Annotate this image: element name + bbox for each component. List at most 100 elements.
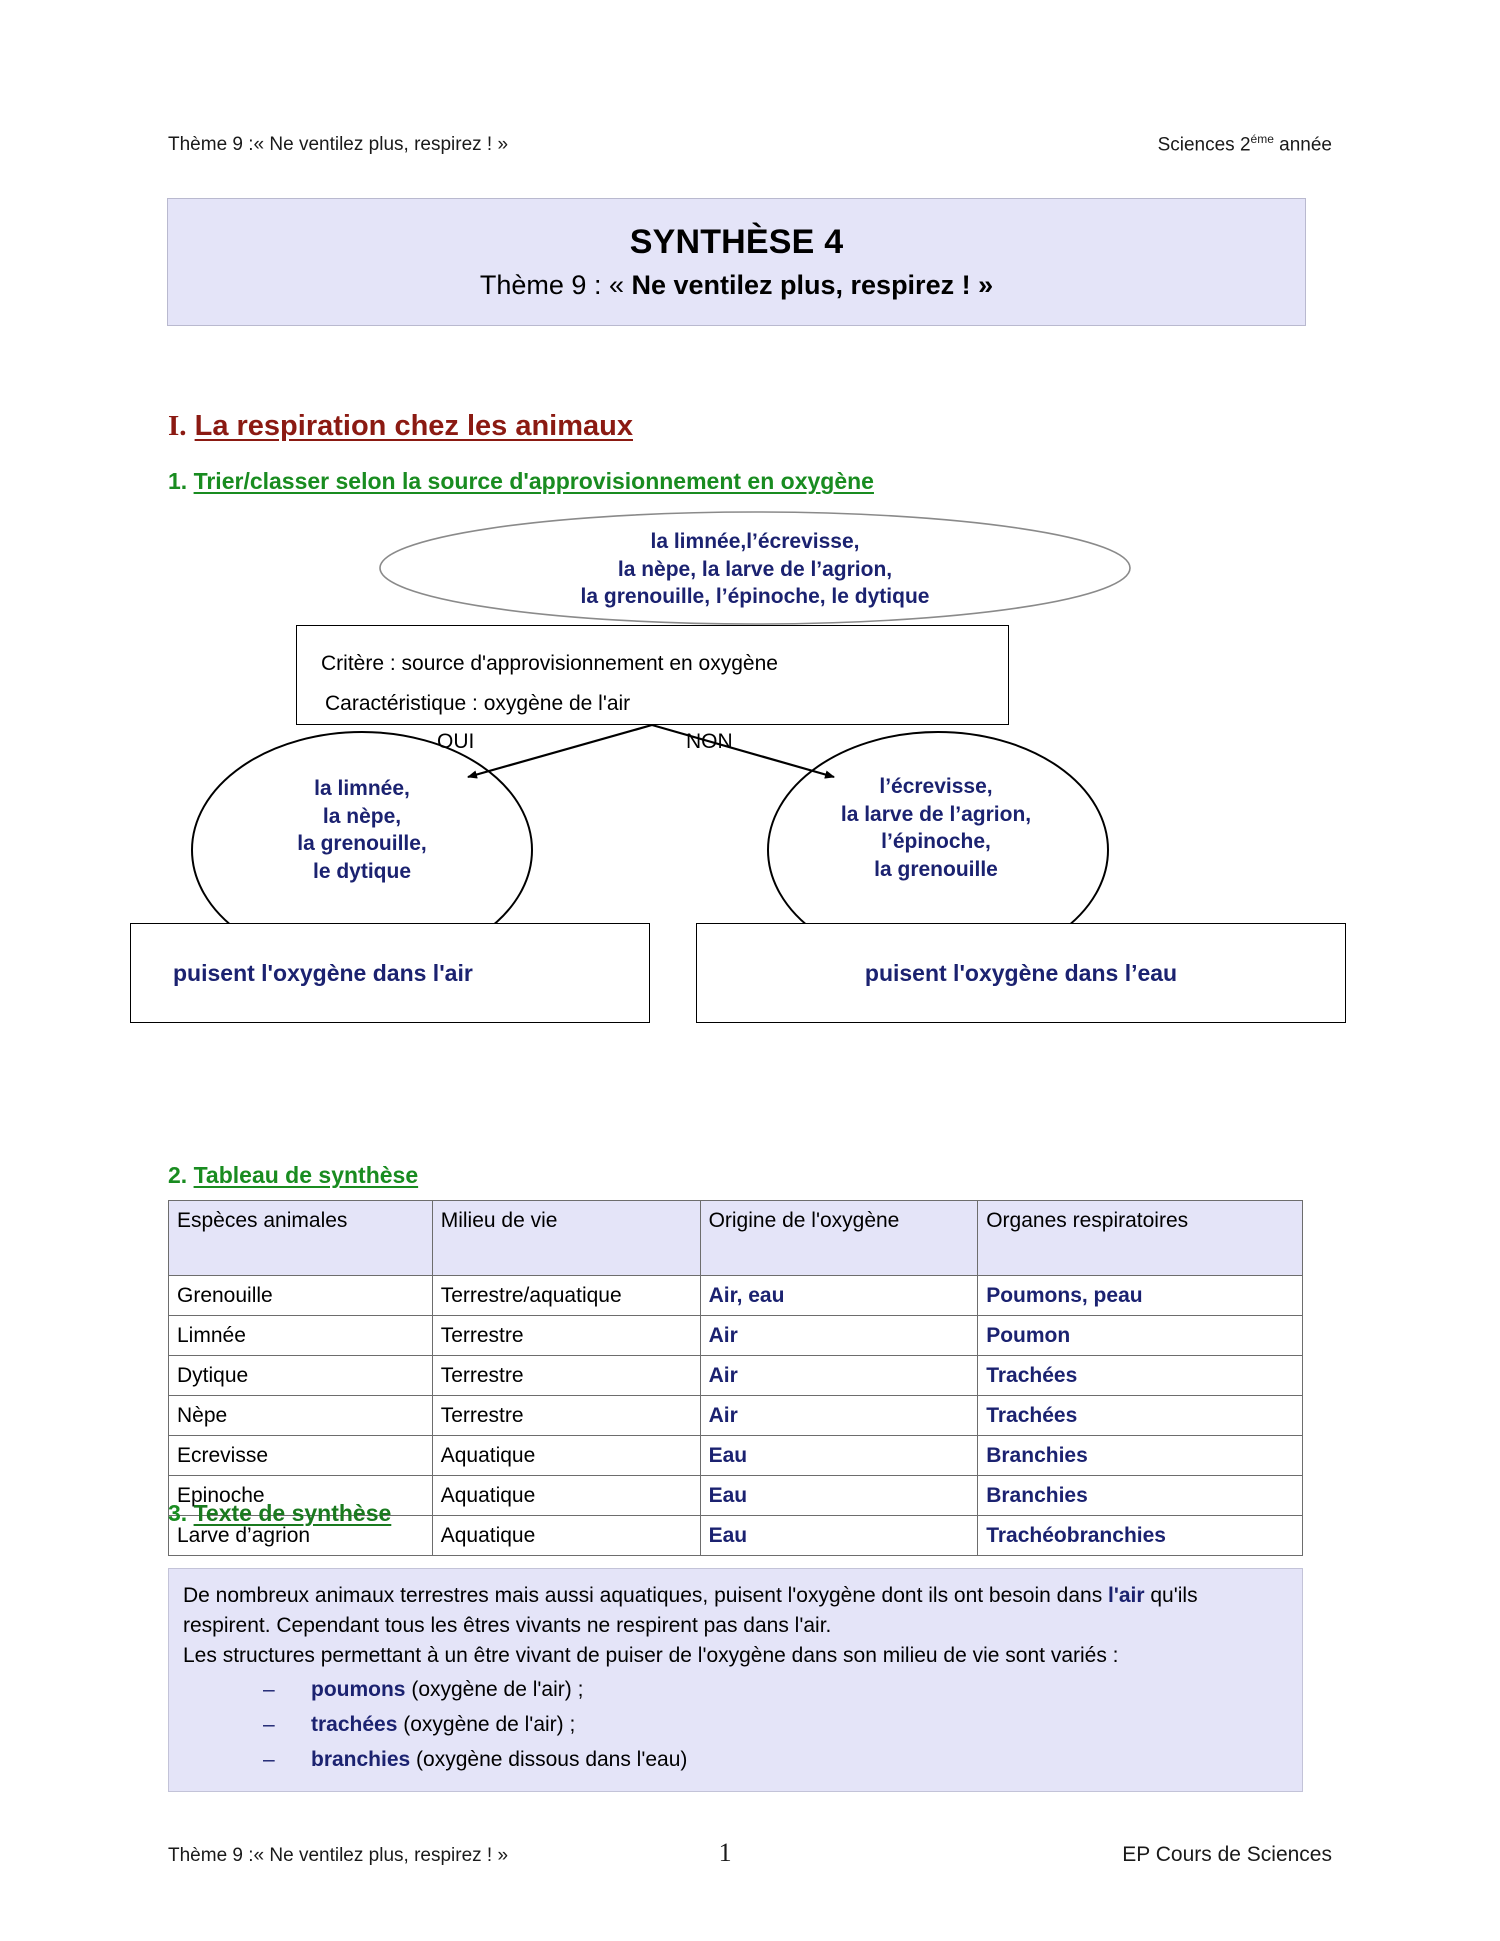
subsection-heading-3-text: Texte de synthèse [193, 1500, 392, 1526]
running-head-right: Sciences 2éme année [1158, 132, 1332, 156]
top-group-line-3: la grenouille, l’épinoche, le dytique [580, 585, 930, 609]
section-heading-1-text: La respiration chez les animaux [194, 410, 633, 442]
synthesis-paragraph-2: Les structures permettant à un être viva… [183, 1643, 1119, 1667]
arrow-no [651, 723, 835, 779]
top-group-label: la limnée,l’écrevisse, la nèpe, la larve… [130, 528, 1380, 611]
top-group-line-2: la nèpe, la larve de l’agrion, [617, 557, 893, 581]
table-cell: Aquatique [431, 1435, 701, 1476]
title-banner: SYNTHÈSE 4 Thème 9 : « Ne ventilez plus,… [167, 198, 1306, 326]
table-cell: Aquatique [431, 1475, 701, 1516]
list-item: – poumons (oxygène de l'air) ; [183, 1675, 1288, 1705]
yes-group-line-1: la limnée, [314, 777, 410, 800]
table-cell: Aquatique [431, 1515, 701, 1556]
footer-page-number: 1 [718, 1838, 732, 1867]
table-cell: Larve d’agrion [168, 1515, 433, 1556]
footer-right: EP Cours de Sciences [1122, 1843, 1332, 1866]
result-box-water: puisent l'oxygène dans l’eau [696, 923, 1346, 1023]
table-cell: Terrestre/aquatique [431, 1275, 701, 1316]
table-cell: Eau [699, 1475, 979, 1516]
synthesis-table: Espèces animales Milieu de vie Origine d… [168, 1200, 1303, 1556]
branch-label-no: NON [686, 730, 733, 753]
page-subtitle-plain: Thème 9 : « [479, 270, 632, 300]
synthesis-text-box: De nombreux animaux terrestres mais auss… [168, 1568, 1303, 1792]
table-header-origin: Origine de l'oxygène [699, 1200, 979, 1276]
yes-group-label: la limnée, la nèpe, la grenouille, le dy… [192, 775, 532, 886]
table-cell: Trachéobranchies [977, 1515, 1303, 1556]
characteristic-line: Caractéristique : oxygène de l'air [325, 691, 631, 715]
top-group-ellipse [379, 511, 1131, 625]
table-header-organs: Organes respiratoires [977, 1200, 1303, 1276]
synthesis-paragraph-1: De nombreux animaux terrestres mais auss… [183, 1581, 1288, 1641]
classification-tree-diagram: la limnée,l’écrevisse, la nèpe, la larve… [130, 505, 1380, 1125]
section-heading-1-number: I. [168, 410, 187, 442]
table-cell: Limnée [168, 1315, 433, 1356]
table-cell: Epinoche [168, 1475, 433, 1516]
arrow-yes [467, 723, 653, 779]
no-group-line-3: l’épinoche, [881, 830, 991, 854]
list-item-detail: (oxygène dissous dans l'eau) [410, 1748, 688, 1772]
subsection-heading-3-number: 3. [168, 1500, 188, 1526]
table-cell: Poumon [977, 1315, 1303, 1356]
list-item-text: trachées (oxygène de l'air) ; [311, 1710, 575, 1740]
table-cell: Nèpe [168, 1395, 433, 1436]
list-item-text: branchies (oxygène dissous dans l'eau) [311, 1745, 687, 1775]
table-cell: Branchies [977, 1475, 1303, 1516]
table-header-row: Espèces animales Milieu de vie Origine d… [168, 1200, 1303, 1276]
table-cell: Terrestre [431, 1395, 701, 1436]
page-subtitle-bold: Ne ventilez plus, respirez ! » [631, 270, 994, 300]
branch-label-yes: OUI [437, 730, 475, 753]
list-item: – trachées (oxygène de l'air) ; [183, 1710, 1288, 1740]
footer-left: Thème 9 :« Ne ventilez plus, respirez ! … [168, 1845, 509, 1866]
subsection-heading-2: 2. Tableau de synthèse [168, 1162, 418, 1189]
subsection-heading-1-number: 1. [168, 468, 188, 494]
no-group-line-4: la grenouille [874, 858, 998, 882]
subsection-heading-1: 1. Trier/classer selon la source d'appro… [168, 468, 874, 495]
running-head-right-prefix: Sciences 2 [1157, 134, 1251, 156]
yes-group-line-4: le dytique [312, 860, 412, 884]
bullet-dash-icon: – [263, 1748, 275, 1772]
bullet-dash-icon: – [263, 1678, 275, 1702]
synthesis-bullet-list: – poumons (oxygène de l'air) ; – trachées (… [183, 1675, 1288, 1774]
criterion-line: Critère : source d'approvisionnement en … [321, 652, 778, 675]
list-item: – branchies (oxygène dissous dans l'eau) [183, 1745, 1288, 1775]
result-box-air: puisent l'oxygène dans l'air [130, 923, 650, 1023]
synthesis-p1-bold: l'air [1108, 1584, 1145, 1607]
list-item-term: trachées [311, 1713, 398, 1737]
table-cell: Air [699, 1355, 979, 1396]
table-cell: Trachées [977, 1355, 1303, 1396]
list-item-term: poumons [311, 1678, 406, 1702]
table-cell: Poumons, peau [977, 1275, 1303, 1316]
table-cell: Terrestre [431, 1355, 701, 1396]
running-head-right-sup: éme [1250, 132, 1274, 146]
page-footer: Thème 9 :« Ne ventilez plus, respirez ! … [168, 1838, 1332, 1868]
tree-shapes [191, 511, 1131, 969]
list-item-text: poumons (oxygène de l'air) ; [311, 1675, 583, 1705]
result-box-air-label: puisent l'oxygène dans l'air [173, 959, 473, 986]
table-cell: Air, eau [699, 1275, 979, 1316]
subsection-heading-3: 3. Texte de synthèse [168, 1500, 391, 1527]
running-head-right-suffix: année [1273, 134, 1332, 156]
synthesis-p1-part-b: qu'ils respirent. Cependant tous les êtr… [183, 1584, 1198, 1637]
running-head-left: Thème 9 :« Ne ventilez plus, respirez ! … [168, 134, 509, 156]
yes-group-line-3: la grenouille, [297, 832, 427, 856]
no-group-label: l’écrevisse, la larve de l’agrion, l’épi… [746, 773, 1126, 884]
table-cell: Eau [699, 1435, 979, 1476]
table-cell: Air [699, 1315, 979, 1356]
table-cell: Ecrevisse [168, 1435, 433, 1476]
table-cell: Dytique [168, 1355, 433, 1396]
table-cell: Air [699, 1395, 979, 1436]
yes-group-line-2: la nèpe, [322, 804, 402, 828]
page-subtitle: Thème 9 : « Ne ventilez plus, respirez !… [480, 270, 993, 301]
no-group-line-2: la larve de l’agrion, [840, 802, 1032, 826]
synthesis-p1-part-a: De nombreux animaux terrestres mais auss… [183, 1584, 1109, 1607]
bullet-dash-icon: – [263, 1713, 275, 1737]
table-cell: Trachées [977, 1395, 1303, 1436]
table-cell: Terrestre [431, 1315, 701, 1356]
